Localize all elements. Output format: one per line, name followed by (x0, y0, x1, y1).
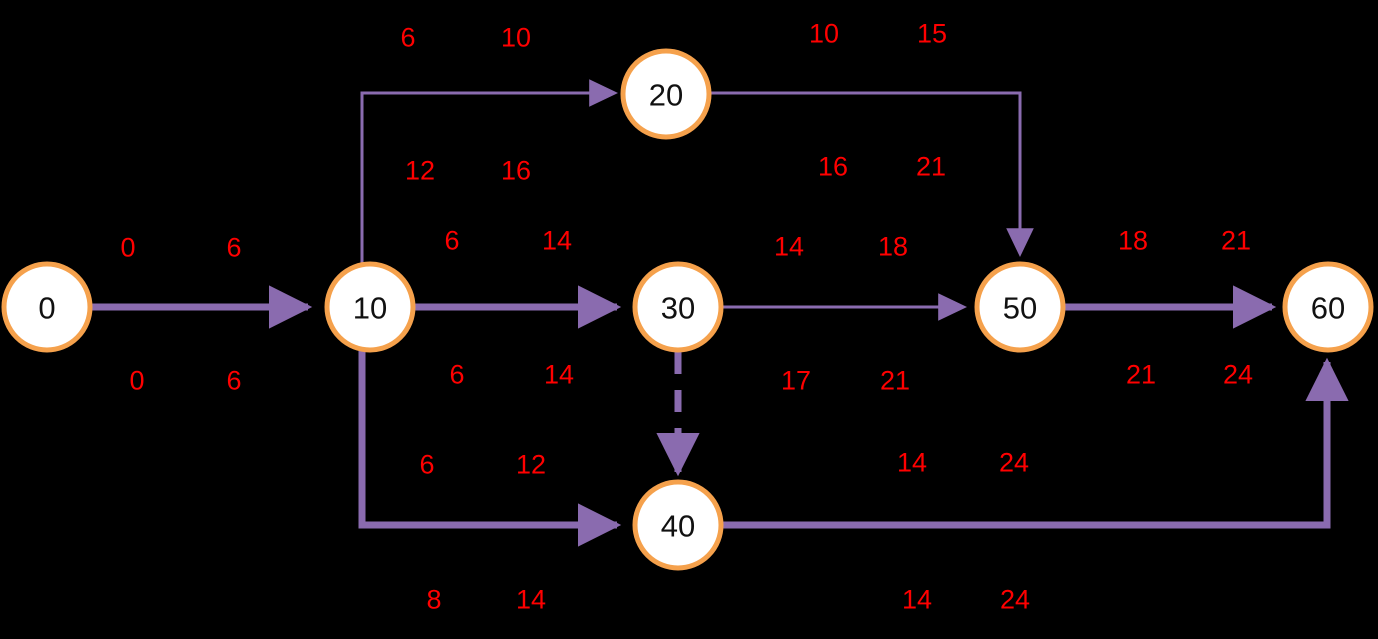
edge-time-label-50-60-below-right: 24 (1222, 359, 1254, 390)
node-50[interactable]: 50 (974, 261, 1066, 353)
edge-time-label-10-20-below-right: 16 (500, 155, 532, 186)
node-label-50: 50 (1003, 291, 1037, 326)
node-label-20: 20 (649, 78, 683, 113)
edge-time-label-30-50-below-left: 17 (780, 365, 812, 396)
edge-time-label-30-50-below-right: 21 (879, 365, 911, 396)
node-40[interactable]: 40 (632, 479, 724, 571)
edge-time-label-20-50-below-left: 16 (817, 151, 849, 182)
edge-time-label-10-20-above-right: 10 (500, 22, 532, 53)
edge-time-label-10-30-above-right: 14 (541, 225, 573, 256)
edge-time-label-10-20-below-left: 12 (404, 155, 436, 186)
edge-layer (92, 79, 1349, 547)
edge-time-label-50-60-above-left: 18 (1117, 225, 1149, 256)
node-label-30: 30 (661, 291, 695, 326)
edge-time-label-10-30-below-left: 6 (449, 359, 465, 390)
node-circle-0 (1, 261, 93, 353)
edge-time-label-10-30-above-left: 6 (444, 225, 460, 256)
node-circle-40 (632, 479, 724, 571)
edge-20-to-50 (710, 91, 1034, 257)
node-label-40: 40 (661, 509, 695, 544)
edge-time-label-30-50-above-left: 14 (773, 231, 805, 262)
edge-time-label-10-40-below-left: 8 (426, 584, 442, 615)
node-10[interactable]: 10 (324, 261, 416, 353)
edge-time-label-0-10-above-right: 6 (226, 232, 242, 263)
edge-time-label-40-60-above-left: 14 (896, 447, 928, 478)
node-circle-60 (1282, 261, 1374, 353)
edge-10-to-40 (358, 350, 622, 547)
edge-time-label-50-60-above-right: 21 (1220, 225, 1252, 256)
node-0[interactable]: 0 (1, 261, 93, 353)
edge-time-label-10-40-above-left: 6 (419, 449, 435, 480)
edge-time-label-10-40-below-right: 14 (515, 584, 547, 615)
node-30[interactable]: 30 (632, 261, 724, 353)
edge-time-label-0-10-below-left: 0 (129, 365, 145, 396)
node-20[interactable]: 20 (620, 48, 712, 140)
edge-time-label-20-50-above-right: 15 (916, 18, 948, 49)
edge-time-label-0-10-above-left: 0 (120, 232, 136, 263)
edge-time-label-30-50-above-right: 18 (877, 231, 909, 262)
edge-time-label-50-60-below-left: 21 (1125, 359, 1157, 390)
edge-40-to-60 (722, 357, 1349, 529)
node-60[interactable]: 60 (1282, 261, 1374, 353)
node-label-0: 0 (38, 291, 55, 326)
node-circle-20 (620, 48, 712, 140)
node-circle-30 (632, 261, 724, 353)
edge-time-label-10-40-above-right: 12 (515, 449, 547, 480)
edge-time-label-10-20-above-left: 6 (400, 22, 416, 53)
node-circle-10 (324, 261, 416, 353)
node-label-10: 10 (353, 291, 387, 326)
edge-time-label-20-50-above-left: 10 (808, 18, 840, 49)
edge-time-label-0-10-below-right: 6 (226, 365, 242, 396)
edge-time-label-40-60-below-left: 14 (901, 584, 933, 615)
edge-10-to-20 (360, 79, 618, 265)
edge-time-label-40-60-below-right: 24 (999, 584, 1031, 615)
node-label-60: 60 (1311, 291, 1345, 326)
edge-time-label-10-30-below-right: 14 (543, 359, 575, 390)
edge-time-label-20-50-below-right: 21 (915, 151, 947, 182)
node-circle-50 (974, 261, 1066, 353)
edge-time-label-40-60-above-right: 24 (998, 447, 1030, 478)
